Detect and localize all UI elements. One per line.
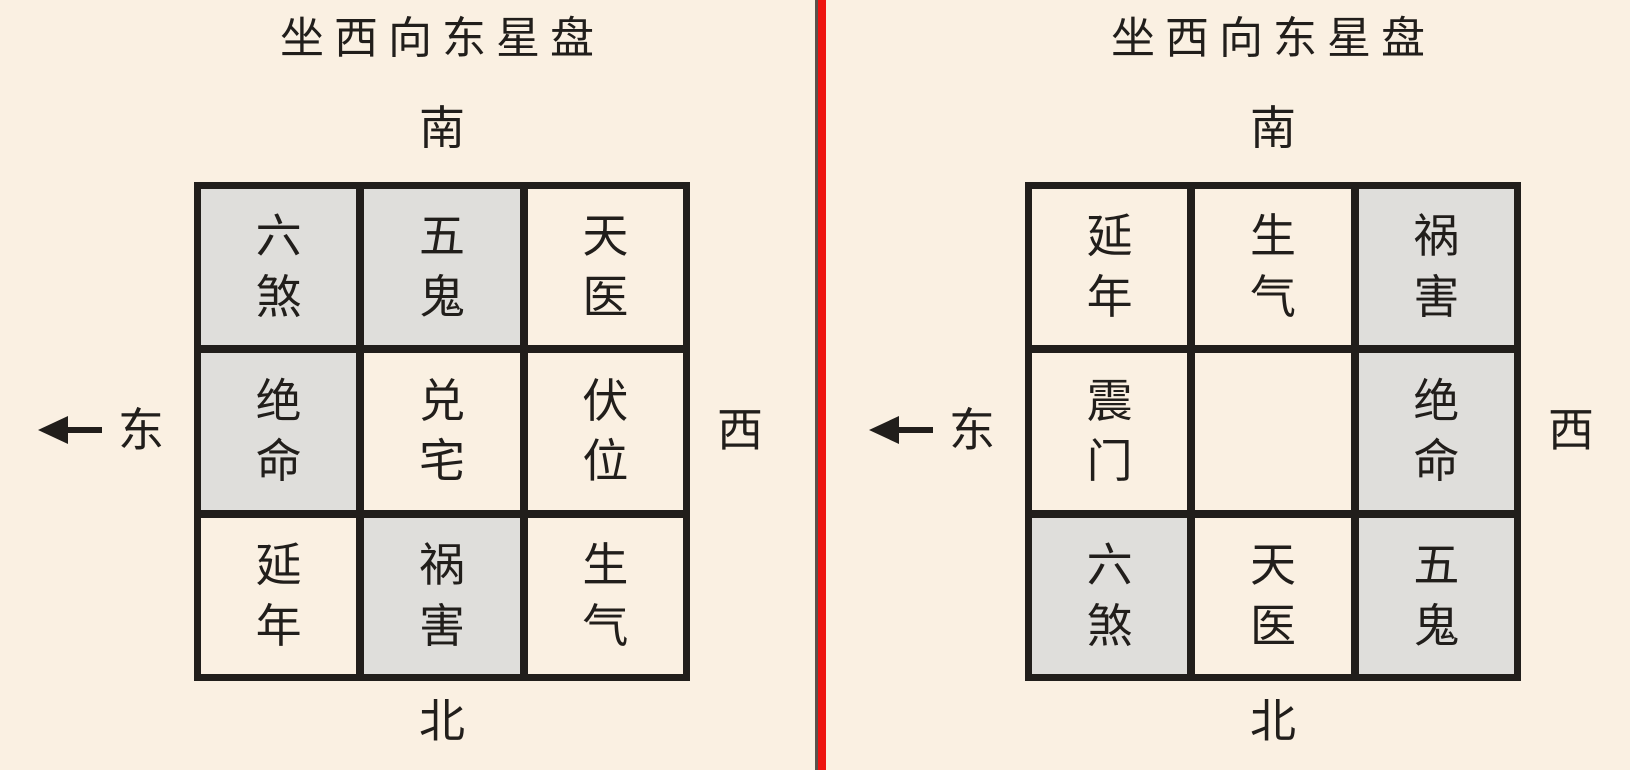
cell-label: 生气 — [1249, 210, 1296, 324]
grid-cell-r3c2: 天医 — [1195, 517, 1351, 674]
right-east-group: 东 — [869, 402, 995, 458]
cell-label: 天医 — [582, 210, 629, 324]
grid-cell-r1c2: 五鬼 — [364, 189, 520, 346]
right-star-grid: 延年 生气 祸害震门 绝命六煞 天医 五鬼 — [1025, 182, 1521, 681]
cell-label: 伏位 — [582, 374, 629, 488]
grid-cell-r1c1: 六煞 — [201, 189, 357, 346]
cell-label: 祸害 — [1413, 210, 1460, 324]
left-south-label: 南 — [419, 102, 465, 154]
left-arrow-icon — [38, 416, 102, 444]
grid-cell-r3c1: 六煞 — [1032, 517, 1188, 674]
cell-label: 绝命 — [1413, 374, 1460, 488]
cell-label: 祸害 — [418, 539, 465, 652]
grid-cell-r2c1: 绝命 — [201, 353, 357, 510]
cell-label: 绝命 — [255, 374, 302, 488]
cell-label: 天医 — [1249, 539, 1296, 652]
right-panel-title: 坐西向东星盘 — [1111, 14, 1435, 63]
grid-cell-r3c3: 五鬼 — [1358, 517, 1514, 674]
grid-cell-r1c3: 天医 — [527, 189, 683, 346]
cell-label: 五鬼 — [418, 210, 465, 324]
cell-label: 六煞 — [255, 210, 302, 324]
left-west-label: 西 — [717, 404, 763, 456]
left-east-label: 东 — [118, 404, 164, 456]
cell-label: 五鬼 — [1413, 539, 1460, 652]
right-west-label: 西 — [1548, 404, 1594, 456]
grid-cell-r2c3: 绝命 — [1358, 353, 1514, 510]
left-panel-title: 坐西向东星盘 — [280, 14, 604, 63]
right-north-label: 北 — [1250, 695, 1296, 747]
grid-cell-r2c2 — [1195, 353, 1351, 510]
grid-cell-r3c2: 祸害 — [364, 517, 520, 674]
grid-cell-r2c2: 兑宅 — [364, 353, 520, 510]
right-east-label: 东 — [949, 404, 995, 456]
cell-label: 延年 — [255, 539, 302, 652]
grid-cell-r1c2: 生气 — [1195, 189, 1351, 346]
grid-cell-r2c3: 伏位 — [527, 353, 683, 510]
grid-cell-r1c3: 祸害 — [1358, 189, 1514, 346]
left-east-group: 东 — [38, 402, 164, 458]
cell-label: 兑宅 — [418, 374, 465, 488]
cell-label: 生气 — [582, 539, 629, 652]
left-north-label: 北 — [419, 695, 465, 747]
cell-label: 六煞 — [1086, 539, 1133, 652]
left-star-grid: 六煞 五鬼 天医绝命 兑宅 伏位延年 祸害 生气 — [194, 182, 690, 681]
right-panel: 坐西向东星盘 南 东 延年 生气 祸害震门 绝命六煞 天医 五鬼 西 北 — [831, 0, 1630, 770]
cell-label: 震门 — [1086, 374, 1133, 488]
grid-cell-r3c1: 延年 — [201, 517, 357, 674]
red-divider — [815, 0, 826, 770]
right-south-label: 南 — [1250, 102, 1296, 154]
left-panel: 坐西向东星盘 南 东 六煞 五鬼 天医绝命 兑宅 伏位延年 祸害 生气 西 北 — [38, 14, 763, 747]
right-arrow-icon — [869, 416, 933, 444]
grid-cell-r2c1: 震门 — [1032, 353, 1188, 510]
cell-label: 延年 — [1086, 210, 1133, 324]
grid-cell-r3c3: 生气 — [527, 517, 683, 674]
grid-cell-r1c1: 延年 — [1032, 189, 1188, 346]
